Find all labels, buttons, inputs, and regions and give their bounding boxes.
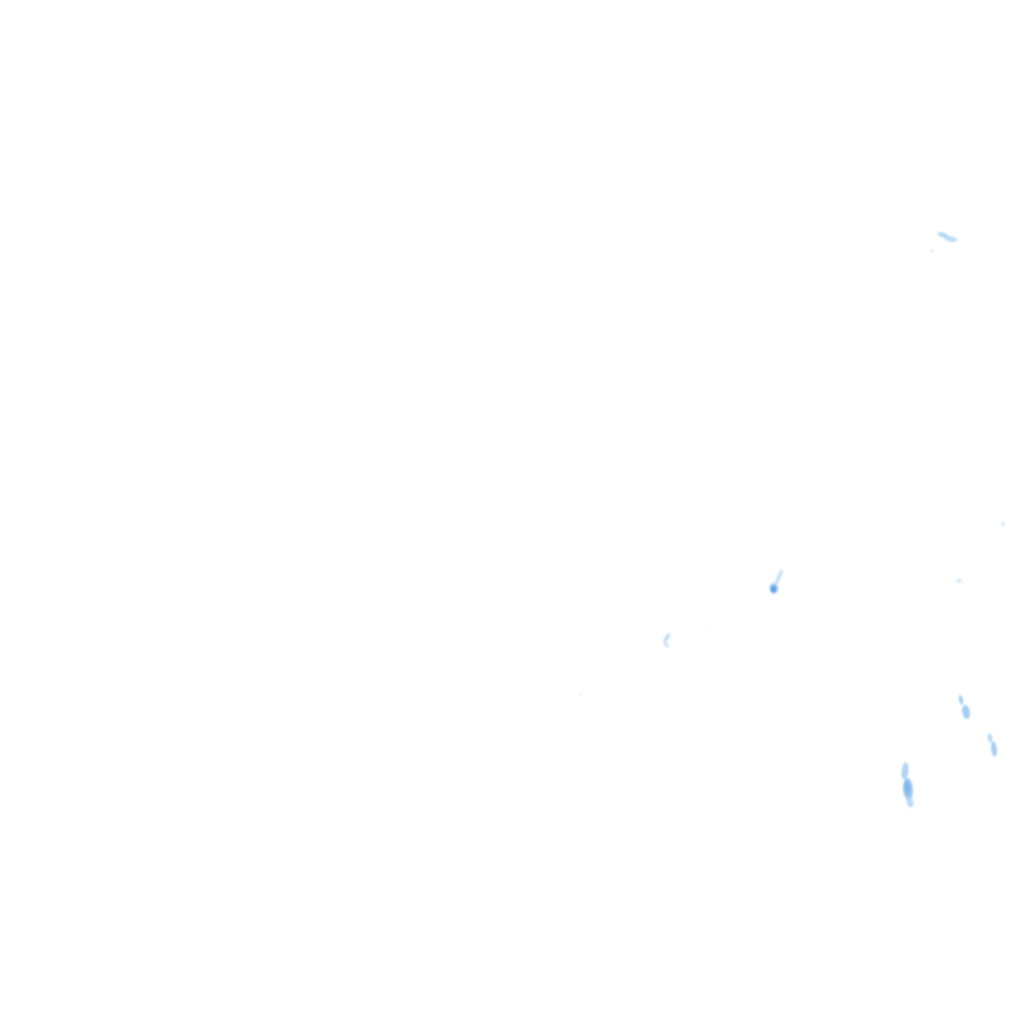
paint-blob — [904, 781, 910, 795]
paint-blob — [991, 741, 997, 757]
paint-mark-chevron-fleck — [663, 633, 670, 648]
paint-mark-faint-speck-right — [956, 578, 962, 584]
paint-blob — [930, 249, 934, 253]
paint-blob — [663, 640, 669, 648]
paint-blob — [579, 692, 583, 696]
paint-blob — [944, 236, 958, 242]
paint-blob — [775, 569, 783, 585]
paint-mark-faint-dot-b — [1001, 521, 1005, 527]
paint-blob — [937, 232, 949, 238]
paint-mark-dash-smudge-top-right — [937, 232, 958, 242]
paint-blob — [901, 762, 909, 780]
paint-blob — [987, 733, 993, 743]
paint-blob — [958, 695, 964, 705]
paint-mark-faint-speck-mid — [706, 625, 710, 629]
paint-mark-s-streak — [987, 733, 997, 757]
paint-blob — [1001, 521, 1005, 527]
paint-mark-teardrop-streak — [958, 695, 970, 719]
paint-blob — [906, 796, 914, 808]
paint-blob — [770, 585, 777, 593]
paint-blob — [706, 625, 710, 629]
paint-mark-comma-streak — [769, 569, 783, 594]
paint-mark-wavy-streak-large — [901, 762, 914, 808]
paint-marks-group — [579, 232, 1005, 808]
paint-blob — [664, 633, 670, 642]
paint-blob — [956, 578, 962, 584]
paint-mark-faint-dot-c — [579, 692, 583, 696]
paint-blob — [962, 705, 970, 719]
paint-mark-faint-dot-a — [930, 249, 934, 253]
